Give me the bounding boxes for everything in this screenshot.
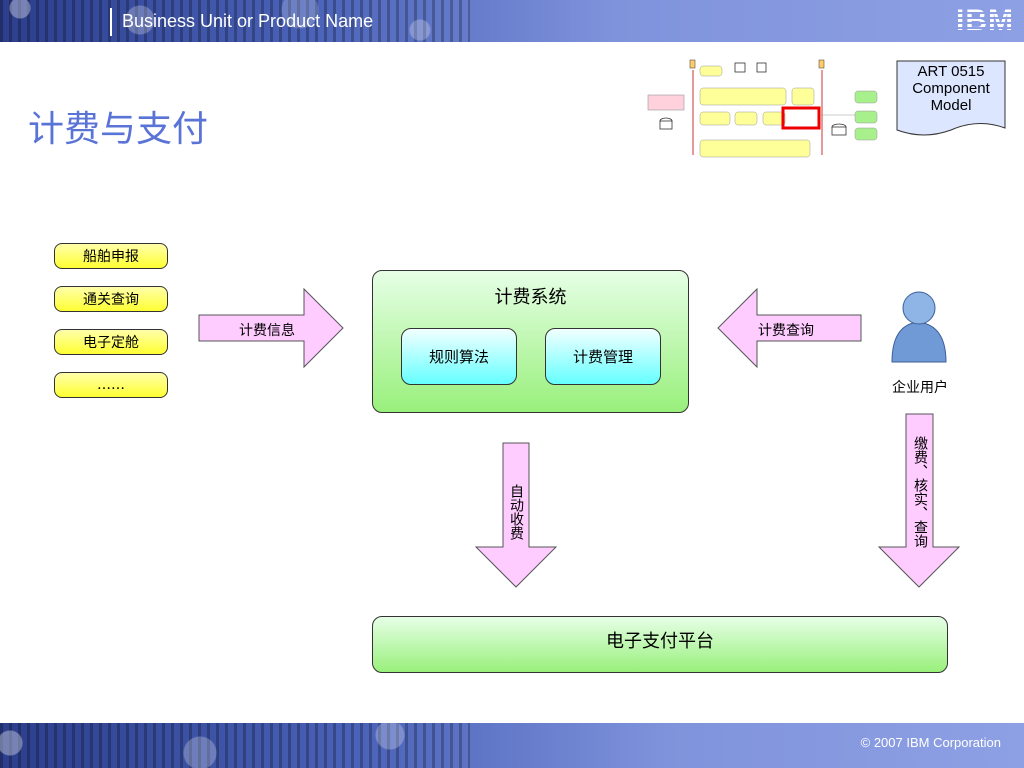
billing-management-module: 计费管理 xyxy=(545,328,661,385)
source-e-booking: 电子定舱 xyxy=(54,329,168,355)
rule-algorithm-module: 规则算法 xyxy=(401,328,517,385)
footer-bar: © 2007 IBM Corporation xyxy=(0,723,1024,768)
ibm-logo: IBM xyxy=(956,4,1014,37)
copyright-text: © 2007 IBM Corporation xyxy=(860,735,1001,750)
billing-system-title: 计费系统 xyxy=(494,287,567,308)
payment-verify-arrow xyxy=(877,413,961,588)
source-more: …… xyxy=(54,372,168,398)
document-shape xyxy=(896,60,1006,136)
component-model-thumbnail xyxy=(647,59,878,158)
header-bar: Business Unit or Product Name IBM xyxy=(0,0,1024,42)
header-separator xyxy=(110,8,112,36)
header-decoration xyxy=(0,0,470,42)
page-title: 计费与支付 xyxy=(28,109,209,150)
payment-verify-label: 缴费、核实、查询 xyxy=(912,436,928,548)
user-icon xyxy=(891,291,947,363)
billing-info-arrow xyxy=(198,287,344,369)
art-component-model-label: ART 0515 Component Model xyxy=(896,60,1006,140)
billing-info-label: 计费信息 xyxy=(239,323,295,339)
source-customs-query: 通关查询 xyxy=(54,286,168,312)
art-label-line3: Model xyxy=(930,97,972,114)
source-ship-declaration: 船舶申报 xyxy=(54,243,168,269)
billing-system-box: 计费系统 规则算法 计费管理 xyxy=(372,270,689,413)
footer-decoration xyxy=(0,723,470,768)
billing-query-label: 计费查询 xyxy=(758,323,814,339)
art-label-line2: Component xyxy=(912,80,990,97)
business-unit-name: Business Unit or Product Name xyxy=(122,11,374,31)
auto-charge-label: 自动收费 xyxy=(508,484,524,540)
e-payment-platform-label: 电子支付平台 xyxy=(606,631,714,652)
auto-charge-arrow xyxy=(474,442,558,588)
e-payment-platform-box: 电子支付平台 xyxy=(372,616,948,673)
enterprise-user-label: 企业用户 xyxy=(892,380,948,396)
billing-query-arrow xyxy=(717,287,862,369)
art-label-line1: ART 0515 xyxy=(917,63,985,80)
